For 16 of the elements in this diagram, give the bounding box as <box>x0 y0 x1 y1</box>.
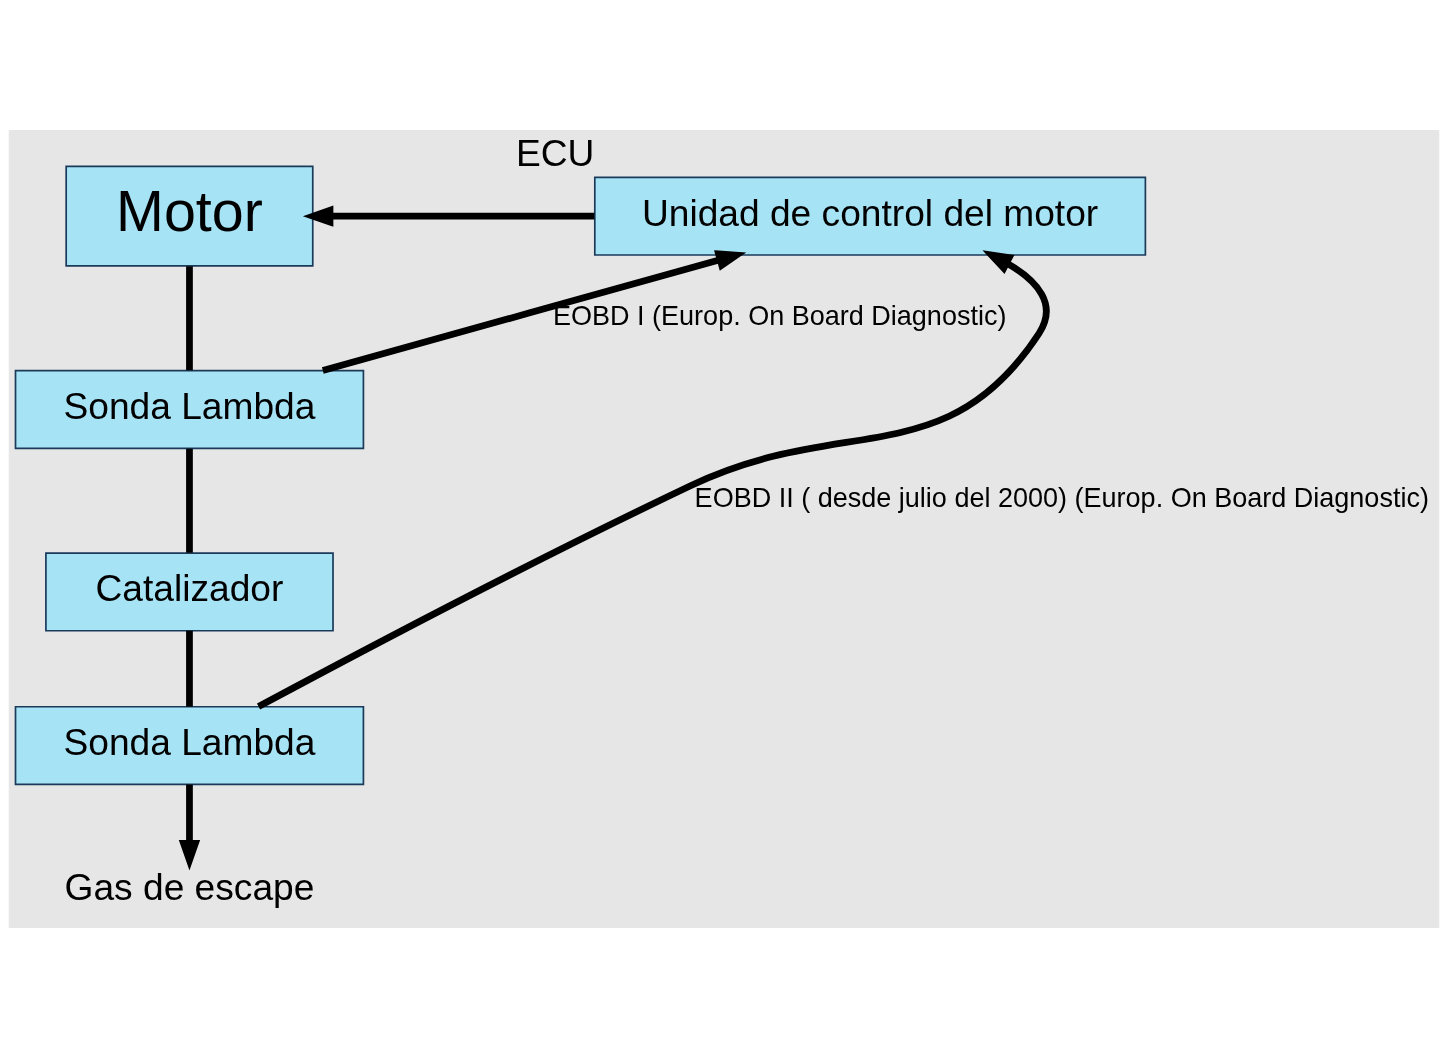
connector <box>186 448 193 553</box>
edge-label: EOBD I (Europ. On Board Diagnostic) <box>553 300 1007 331</box>
edge-label: EOBD II ( desde julio del 2000) (Europ. On Board Diagnostic) <box>694 483 1429 514</box>
node-box: Catalizador <box>45 552 334 632</box>
arrow <box>256 250 1050 710</box>
node-box: Sonda Lambda <box>14 705 365 786</box>
node-box: Sonda Lambda <box>14 369 365 450</box>
node-text: Gas de escape <box>64 866 315 909</box>
arrow <box>321 250 747 374</box>
connector <box>186 630 193 707</box>
node-label: ECU <box>515 132 595 175</box>
node-box: Unidad de control del motor <box>593 176 1147 256</box>
arrow <box>302 205 595 227</box>
arrow <box>178 784 201 871</box>
connector <box>186 266 193 371</box>
node-box: Motor <box>65 165 314 267</box>
